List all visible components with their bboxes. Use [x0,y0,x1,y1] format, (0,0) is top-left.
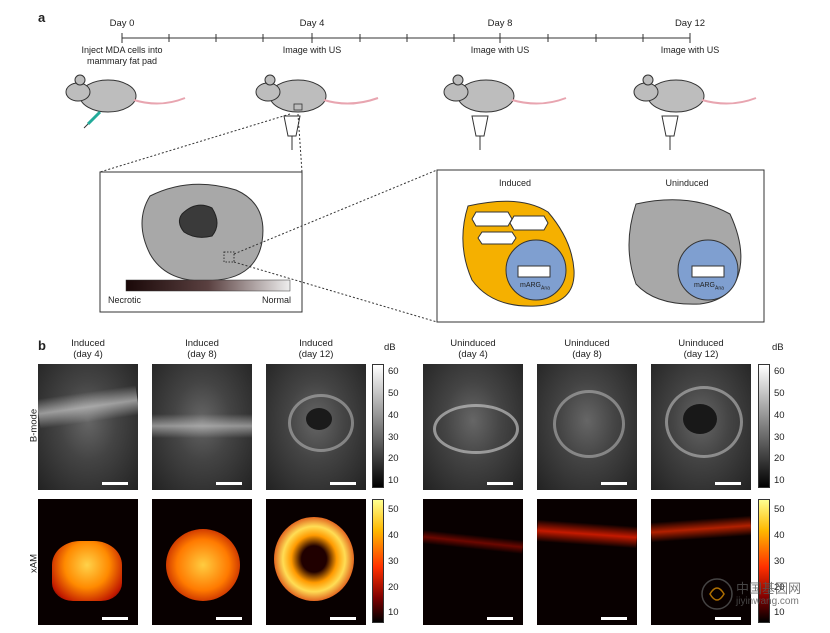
watermark: 中国基因网 jiyinwang.com [700,576,820,616]
tick-label: 20 [388,582,399,593]
necrotic-label: Necrotic [108,295,142,305]
tick-label: 20 [774,582,785,593]
timeline-day-4: Day 4 [299,18,325,29]
normal-label: Normal [262,295,292,305]
tick-label: 50 [388,388,399,399]
tick-label: 10 [774,475,785,486]
panel-a-letter: a [38,10,46,25]
tick-label: 30 [774,556,785,567]
tick-label: 40 [388,530,399,541]
bmode-image-uninduced-day4 [423,364,523,490]
xam-image-induced-day4 [38,499,138,625]
tick-label: 30 [388,556,399,567]
tick-label: 30 [388,432,399,443]
panel-a-schematic [65,33,765,323]
scale-bar [487,482,513,485]
bmode-image-uninduced-day12 [651,364,751,490]
col-title-1: Induced(day 4) [71,338,105,360]
watermark-text-cn: 中国基因网 [736,581,802,596]
col-title-6: Uninduced(day 12) [678,338,724,360]
scale-bar [601,482,627,485]
xam-image-induced-day12 [266,499,366,625]
gene-label-induced: mARGAna [520,282,550,292]
col-title-4: Uninduced(day 4) [450,338,496,360]
mouse-icon-day0 [65,74,186,129]
col-title-3: Induced(day 12) [298,338,334,360]
timeline-day-0: Day 0 [109,18,135,29]
mouse-icon-day4 [255,74,379,150]
tick-label: 10 [388,475,399,486]
tick-label: 50 [774,504,785,515]
scale-bar [102,617,128,620]
col-title-2: Induced(day 8) [185,338,219,360]
timeline-note-day-4: Image with US [282,45,342,55]
tick-label: 40 [774,530,785,541]
mouse-icon-day12 [633,74,757,150]
watermark-logo-icon [701,578,733,610]
tick-label: 40 [388,410,399,421]
colorbar-xam-right [758,499,770,623]
xam-image-uninduced-day8 [537,499,637,625]
timeline-day-12: Day 12 [674,18,706,29]
tick-label: 50 [388,504,399,515]
unit-label-left: dB [384,342,396,353]
xam-image-uninduced-day12 [651,499,751,625]
panel-b-letter: b [38,338,46,353]
timeline-day-8: Day 8 [487,18,513,29]
tick-label: 60 [774,366,785,377]
timeline-note-day-8: Image with US [470,45,530,55]
scale-bar [330,617,356,620]
col-title-5: Uninduced(day 8) [564,338,610,360]
tick-label: 20 [774,453,785,464]
scale-bar [216,482,242,485]
scale-bar [102,482,128,485]
watermark-text-en: jiyinwang.com [736,596,799,607]
colorbar-xam-left [372,499,384,623]
uninduced-label: Uninduced [665,178,709,188]
gene-label-uninduced: mARGAna [694,282,724,292]
induced-label: Induced [498,178,532,188]
bmode-image-uninduced-day8 [537,364,637,490]
scale-bar [601,617,627,620]
scale-bar [216,617,242,620]
timeline-note-day-12: Image with US [660,45,720,55]
tick-label: 10 [388,607,399,618]
scale-bar [715,482,741,485]
colorbar-bmode-left [372,364,384,488]
tick-label: 20 [388,453,399,464]
scale-bar [715,617,741,620]
bmode-image-induced-day12 [266,364,366,490]
unit-label-right: dB [772,342,784,353]
colorbar-bmode-right [758,364,770,488]
timeline-note-day-0: Inject MDA cells into mammary fat pad [81,45,163,66]
xam-image-induced-day8 [152,499,252,625]
tick-label: 40 [774,410,785,421]
scale-bar [330,482,356,485]
mouse-icon-day8 [443,74,567,150]
tick-label: 30 [774,432,785,443]
bmode-image-induced-day4 [38,364,138,490]
xam-image-uninduced-day4 [423,499,523,625]
scale-bar [487,617,513,620]
tick-label: 10 [774,607,785,618]
tick-label: 50 [774,388,785,399]
tick-label: 60 [388,366,399,377]
bmode-image-induced-day8 [152,364,252,490]
